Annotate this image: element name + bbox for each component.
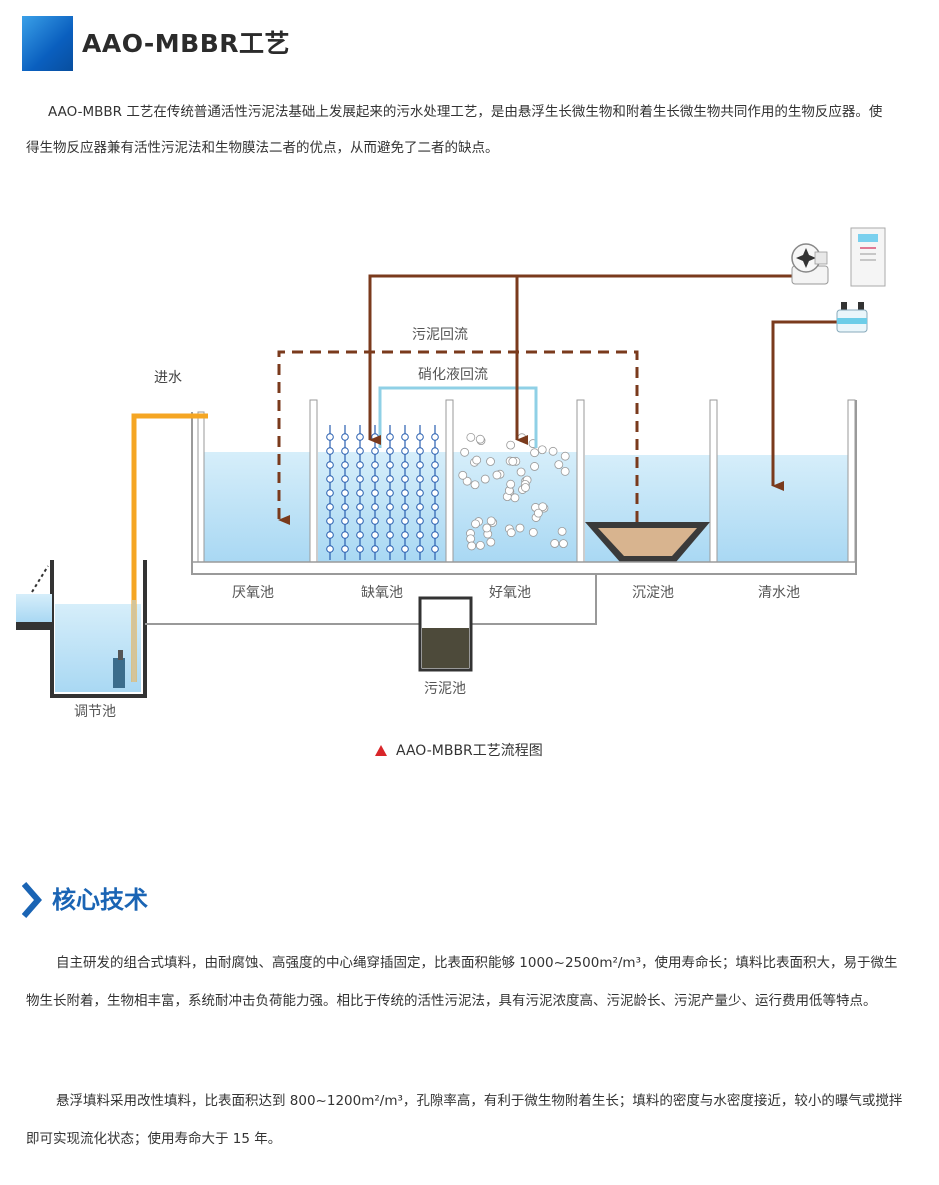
label-sedimentation: 沉淀池 [632, 585, 674, 601]
label-aerobic: 好氧池 [489, 585, 531, 601]
inflow-channel [16, 565, 52, 630]
inlet-pipe [131, 413, 208, 682]
nitrate-return-pipe [378, 386, 538, 448]
label-regulating: 调节池 [74, 704, 116, 720]
sludge-tank [418, 596, 473, 672]
label-sludge-tank: 污泥池 [424, 681, 466, 697]
caption-triangle-icon [375, 745, 387, 756]
chevron-right-icon [22, 882, 42, 918]
regulating-tank [50, 560, 147, 698]
core-paragraph-2: 悬浮填料采用改性填料，比表面积达到 800~1200m²/m³，孔隙率高，有利于… [26, 1093, 903, 1147]
dosing-device-icon [836, 302, 868, 333]
anoxic-carriers [326, 425, 439, 560]
anoxic-water [318, 452, 446, 562]
intro-paragraph: AAO-MBBR 工艺在传统普通活性污泥法基础上发展起来的污水处理工艺，是由悬浮… [26, 104, 883, 156]
label-clear-water: 清水池 [758, 585, 800, 601]
air-line [368, 274, 796, 445]
sludge-return-pipe [277, 350, 639, 525]
aerobic-media [458, 432, 570, 551]
sludge-layer [598, 528, 697, 556]
label-sludge-return: 污泥回流 [412, 327, 468, 343]
label-anoxic: 缺氧池 [361, 585, 403, 601]
section-title-core: 核心技术 [52, 886, 148, 914]
label-anaerobic: 厌氧池 [232, 585, 274, 601]
dosing-line [771, 320, 840, 491]
clear-water-fill [717, 455, 848, 562]
diagram-caption: AAO-MBBR工艺流程图 [396, 743, 543, 759]
blower-icon [791, 243, 829, 285]
title-accent-block [22, 16, 73, 71]
page-title: AAO-MBBR工艺 [82, 29, 291, 58]
core-paragraph-1: 自主研发的组合式填料，由耐腐蚀、高强度的中心绳穿插固定，比表面积能够 1000~… [26, 955, 898, 1009]
control-cabinet-icon [850, 227, 886, 287]
label-inlet: 进水 [154, 370, 182, 386]
label-nitrate-return: 硝化液回流 [418, 367, 488, 383]
anaerobic-water [203, 452, 311, 562]
process-diagram: 进水 污泥回流 硝化液回流 厌氧池 缺氧池 好氧池 沉淀池 清水池 污泥池 调节… [16, 227, 886, 759]
